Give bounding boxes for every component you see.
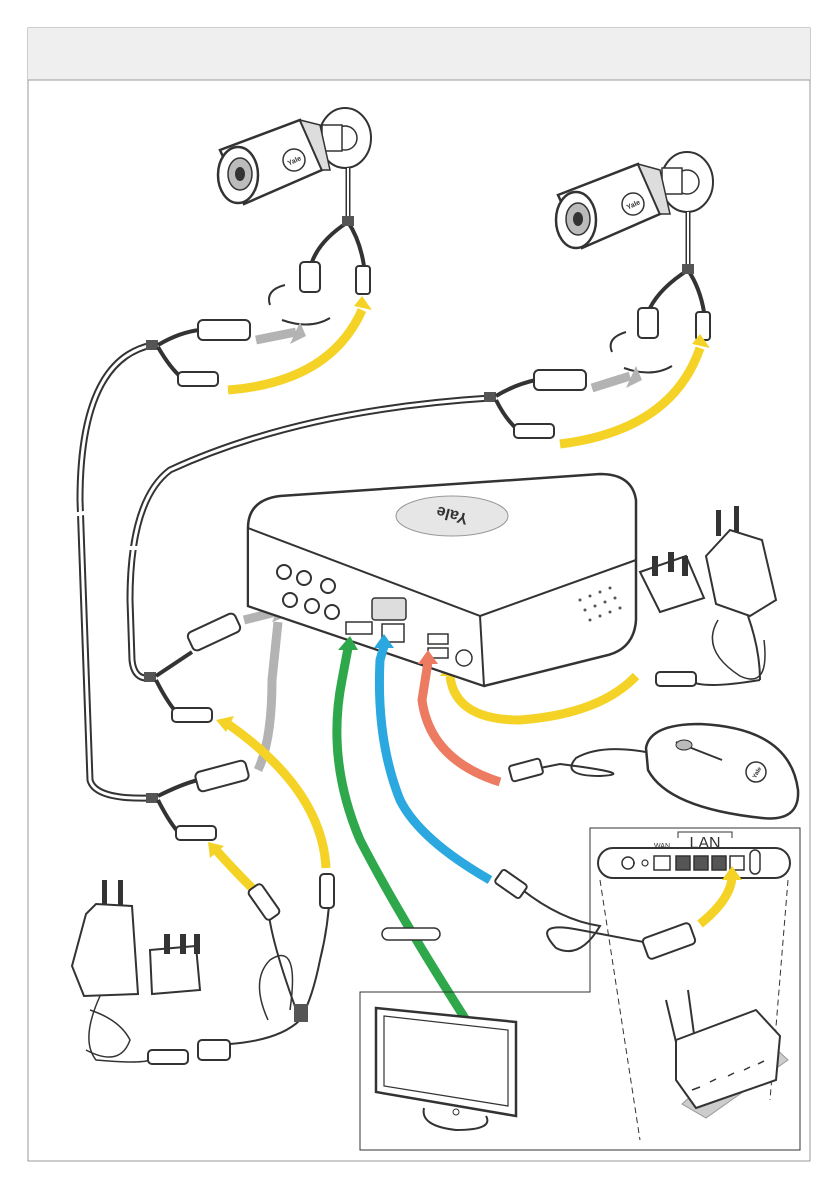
- header-bar: [28, 28, 810, 80]
- nvr-icon: Yale: [248, 474, 636, 686]
- router-lan-label: LAN: [689, 835, 720, 852]
- hdmi-arrow: [337, 648, 466, 1020]
- plug-adapter-icon: [150, 934, 200, 994]
- router-wan-label: WAN: [654, 843, 670, 850]
- router-icon: [666, 990, 788, 1118]
- plug-adapter-icon: [640, 552, 704, 612]
- mouse-icon: Yale: [508, 724, 798, 818]
- monitor-icon: [376, 1008, 516, 1130]
- monitor-port-label-box: [382, 928, 440, 940]
